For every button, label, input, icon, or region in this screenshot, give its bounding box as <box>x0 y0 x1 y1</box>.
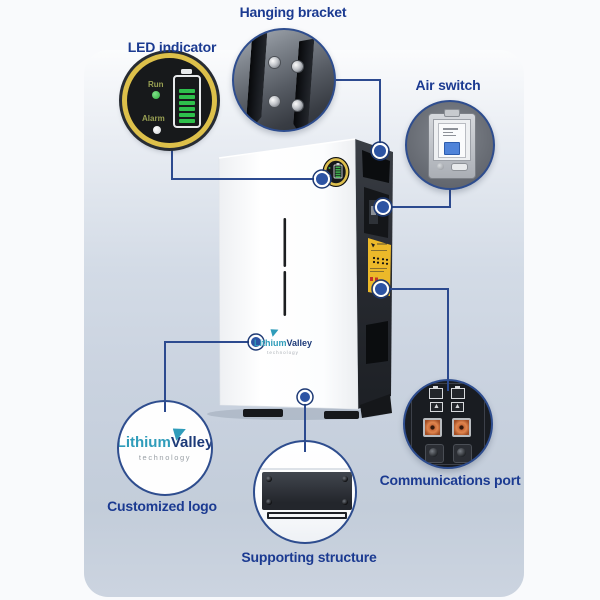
battery-foot-left <box>243 409 283 417</box>
brand-name-part2: Valley <box>170 433 213 451</box>
enclosure-slot <box>451 163 468 171</box>
connector-line-stub <box>447 381 449 391</box>
dot-logo <box>247 333 265 351</box>
power-terminal <box>452 418 471 437</box>
led-indicator-callout: Run Alarm <box>122 53 217 148</box>
battery-level-icon <box>173 69 201 128</box>
run-led-light <box>152 91 160 99</box>
base-screw <box>266 499 272 505</box>
base-screw <box>266 476 272 482</box>
hanging-bracket-callout <box>232 28 336 132</box>
bracket-screw <box>292 61 303 72</box>
round-connector <box>453 444 472 463</box>
circuit-breaker <box>438 123 466 158</box>
communications-port-title: Communications port <box>379 472 521 488</box>
breaker-window <box>433 119 471 161</box>
dot-led <box>312 169 332 189</box>
base-screw <box>342 476 348 482</box>
front-vent-slot-bottom <box>283 271 287 316</box>
brand-name-part2: Valley <box>286 338 313 348</box>
connector-line-stub <box>164 402 166 412</box>
breaker-enclosure <box>428 109 476 179</box>
bracket-screw <box>269 96 280 107</box>
dot-bracket <box>370 141 390 161</box>
brand-name-part1: Lithium <box>253 338 287 348</box>
customized-logo-callout: LithiumValley technology <box>117 400 213 496</box>
connector-line-stub <box>304 442 306 452</box>
customized-logo-title: Customized logo <box>107 498 217 514</box>
dot-comms <box>371 279 391 299</box>
supporting-structure-title: Supporting structure <box>241 549 377 565</box>
dot-air <box>373 197 393 217</box>
rj45-port <box>429 386 443 399</box>
round-connector <box>425 444 444 463</box>
callout-connector-lines <box>164 79 451 442</box>
callout-connector-dots <box>247 141 393 406</box>
front-top-highlight <box>218 138 356 159</box>
support-handle <box>267 512 347 519</box>
breaker-toggle <box>444 142 460 155</box>
bracket-screw <box>292 100 303 111</box>
communications-port-callout: ▲ ▲ <box>403 379 493 469</box>
alarm-label: Alarm <box>142 114 165 123</box>
side-bottom-recess <box>366 321 388 364</box>
front-vent-slot-top <box>283 218 287 267</box>
bracket-screw <box>269 57 280 68</box>
brand-subtitle: technology <box>267 350 299 355</box>
supporting-structure-callout <box>253 440 357 544</box>
side-breaker-handle <box>371 206 376 215</box>
rj45-port <box>451 386 465 399</box>
bracket-rail-left <box>246 32 268 129</box>
brand-name-part1: Lithium <box>117 433 171 451</box>
side-foot <box>360 394 392 418</box>
support-base-bar <box>262 472 352 510</box>
battery-foot-right <box>324 411 359 419</box>
brand-subtitle: technology <box>138 452 192 462</box>
led-indicator-title: LED indicator <box>127 39 217 55</box>
alarm-led-light <box>153 126 161 134</box>
hanging-bracket-title: Hanging bracket <box>239 4 347 20</box>
battery-bottom-edge <box>255 468 355 470</box>
base-screw <box>342 499 348 505</box>
air-switch-callout <box>405 100 495 190</box>
power-terminal <box>423 418 442 437</box>
front-brand-logo: LithiumValley technology <box>233 334 333 356</box>
run-label: Run <box>148 80 164 89</box>
dot-support <box>296 388 314 406</box>
enclosure-screw <box>437 163 444 170</box>
rj45-port: ▲ <box>430 402 443 412</box>
bracket-rail-right <box>293 38 315 132</box>
air-switch-title: Air switch <box>415 77 481 93</box>
logo-swoosh-icon <box>269 328 278 337</box>
rj45-port: ▲ <box>451 402 464 412</box>
